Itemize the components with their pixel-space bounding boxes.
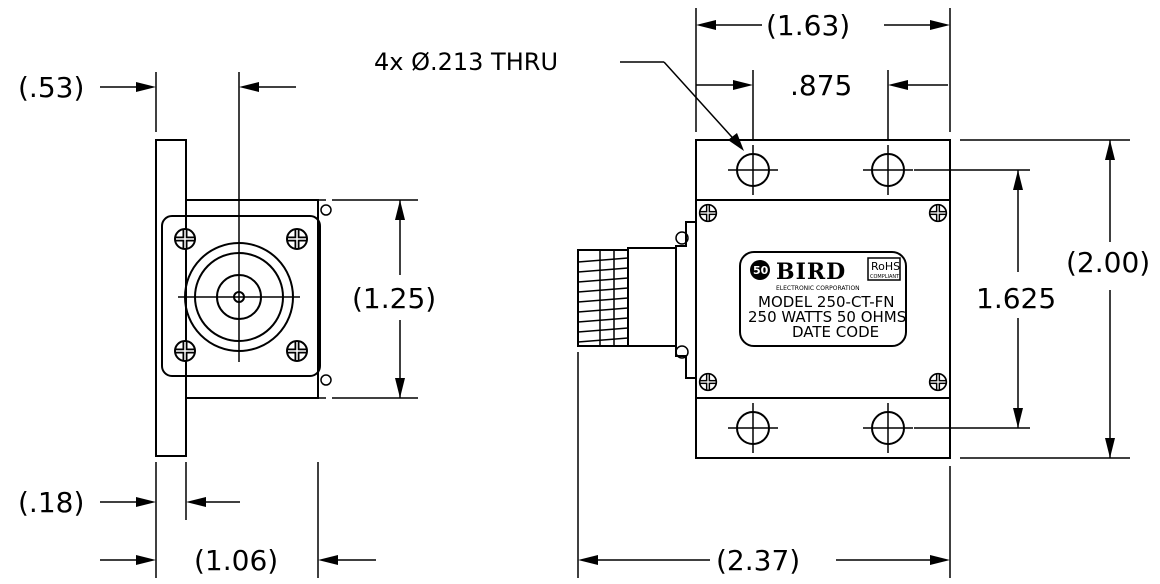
dim-flange-thickness: (.18)	[18, 486, 84, 519]
nameplate	[739, 251, 907, 347]
mounting-hole-icon	[862, 402, 914, 454]
mounting-hole-icon	[727, 402, 779, 454]
rohs-sub-text: COMPLIANT	[870, 274, 900, 280]
dim-height: (1.25)	[352, 282, 436, 315]
logo-text: BIRD	[776, 259, 846, 285]
dim-overall-width: (1.63)	[766, 9, 850, 42]
body-screw-icon	[700, 374, 717, 391]
date-code-text: DATE CODE	[792, 323, 879, 341]
flange-screw-icon	[287, 341, 307, 361]
side-screw-bottom	[320, 374, 332, 386]
thread-lines	[577, 250, 629, 346]
company-text: ELECTRONIC CORPORATION	[776, 285, 860, 292]
mounting-hole-icon	[727, 144, 779, 196]
side-view: 50 BIRD RoHS COMPLIANT ELECTRONIC CORPOR…	[374, 8, 1150, 578]
body-screw-icon	[930, 374, 947, 391]
dim-hole-spacing-x: .875	[790, 69, 852, 102]
body-screw-icon	[700, 205, 717, 222]
rohs-text: RoHS	[871, 260, 900, 273]
side-screw-top	[320, 204, 332, 216]
connector-flange	[161, 215, 321, 377]
flange-screw-icon	[287, 229, 307, 249]
connector-base	[675, 221, 696, 379]
body-screw-icon	[930, 205, 947, 222]
dim-flange-offset: (.53)	[18, 71, 84, 104]
body-outline	[695, 139, 951, 459]
connector-body	[627, 247, 677, 347]
dim-hole-spacing-y: 1.625	[976, 282, 1056, 315]
dim-overall-height: (2.00)	[1066, 246, 1150, 279]
end-view: (.53) (1.25) (.18) (1.06)	[18, 71, 436, 578]
model-text: MODEL 250-CT-FN	[758, 293, 894, 311]
hole-callout: 4x Ø.213 THRU	[374, 48, 558, 76]
flange-screw-icon	[175, 341, 195, 361]
rohs-badge	[867, 257, 901, 281]
dim-width: (1.06)	[194, 544, 278, 577]
flange-screw-icon	[175, 229, 195, 249]
badge-icon	[750, 260, 770, 280]
rating-text: 250 WATTS 50 OHMS	[748, 308, 906, 326]
mounting-hole-icon	[862, 144, 914, 196]
dim-overall-length: (2.37)	[716, 544, 800, 577]
badge-text: 50	[753, 264, 769, 277]
